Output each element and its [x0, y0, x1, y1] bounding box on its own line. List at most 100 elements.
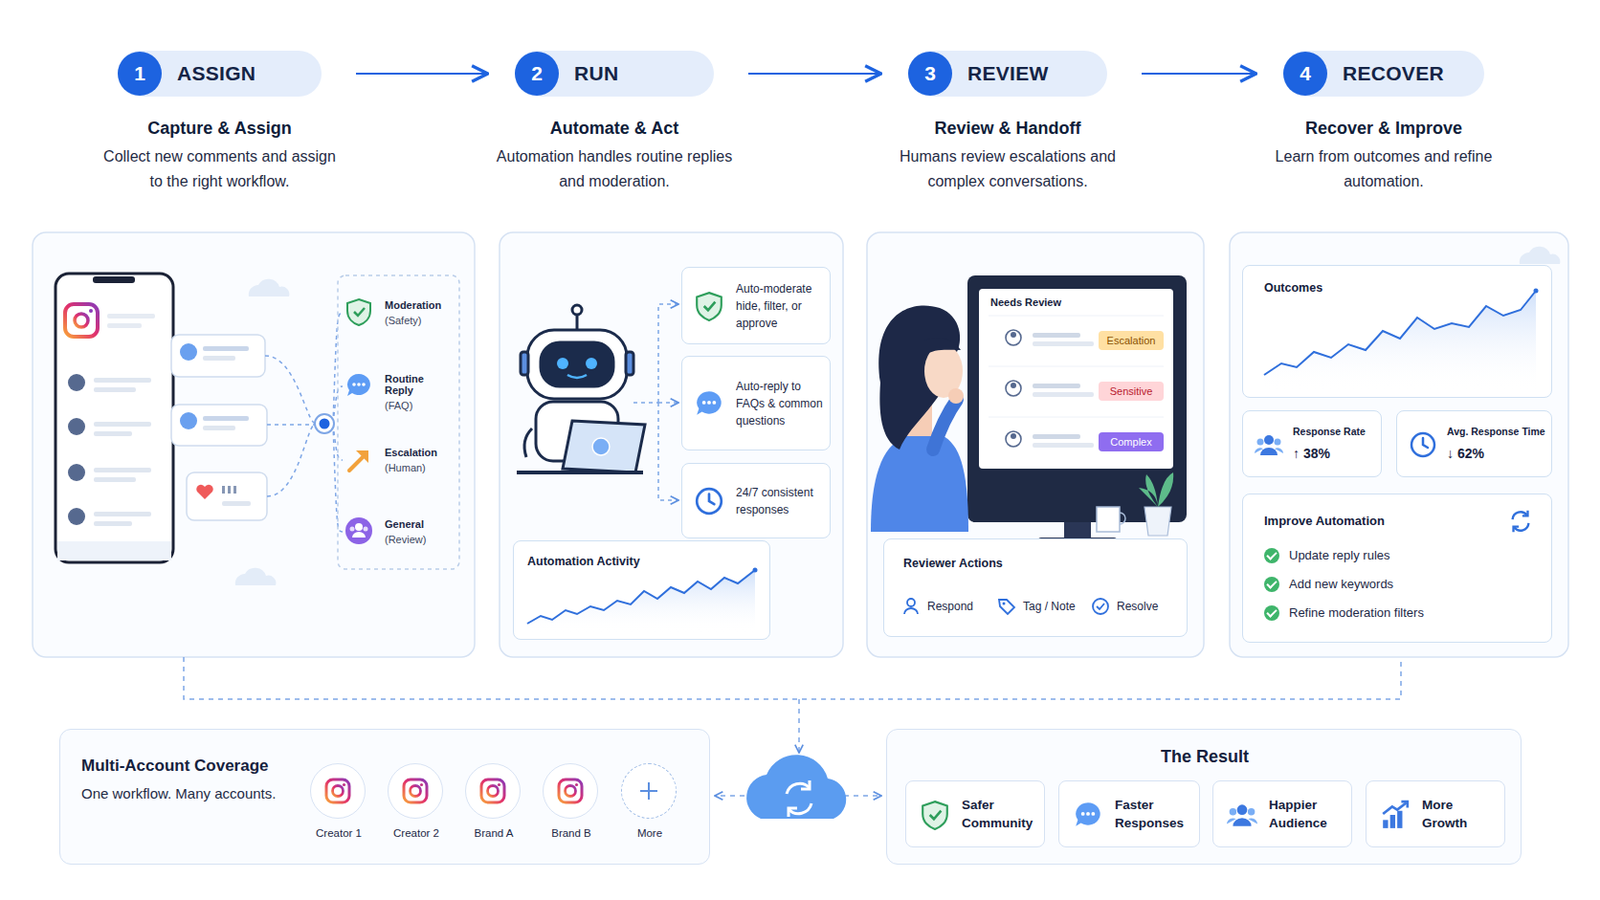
result-text: Happier Audience — [1268, 796, 1346, 833]
category-icon — [344, 297, 374, 327]
result-text: Safer Community — [961, 796, 1039, 833]
monitor — [967, 275, 1187, 544]
circ-node: More — [621, 763, 677, 820]
step-heading: Automate & Act — [494, 117, 734, 139]
flow-arrow — [355, 72, 487, 75]
step-description: Humans review escalations and complex co… — [888, 144, 1128, 195]
act-node: Auto-reply to FAQs & common questions — [681, 355, 831, 451]
result-text: Faster Responses — [1114, 796, 1194, 833]
circ-node: Brand A — [465, 763, 521, 820]
step-caption: Capture & AssignCollect new comments and… — [100, 117, 340, 195]
card-node: Faster Responses — [1058, 780, 1200, 848]
action-icon — [997, 597, 1017, 617]
step-number: 4 — [1283, 51, 1328, 96]
status-tag: Complex — [1098, 432, 1164, 452]
checklist-item: Update reply rules — [1264, 548, 1391, 563]
account-name: Brand A — [445, 827, 542, 840]
step-caption: Review & HandoffHumans review escalation… — [888, 117, 1128, 195]
checklist-item: Add new keywords — [1264, 577, 1394, 592]
flow-arrow — [748, 72, 880, 75]
circ-node: Brand B — [542, 763, 599, 820]
stage-panels — [32, 232, 1569, 658]
step-heading: Capture & Assign — [100, 117, 340, 139]
action-text: Auto-moderate hide, filter, or approve — [735, 280, 824, 333]
action-icon — [693, 486, 725, 517]
stat-value: ↑ 38% — [1292, 445, 1331, 462]
act-node: 24/7 consistent responses — [681, 463, 831, 539]
act-node: Auto-moderate hide, filter, or approve — [681, 266, 831, 345]
category-icon — [344, 516, 374, 546]
panel-title: Reviewer Actions — [903, 556, 1003, 571]
panel-title: Multi-Account Coverage — [81, 756, 269, 777]
refresh-icon — [1507, 508, 1534, 535]
reviewer-action: Tag / Note — [1022, 600, 1076, 614]
step-number: 3 — [908, 51, 953, 96]
account-icon — [478, 777, 508, 806]
checklist-text: Add new keywords — [1288, 577, 1394, 592]
panel-title: Outcomes — [1264, 281, 1323, 295]
tag-node: Complex — [1098, 432, 1164, 452]
stat-icon — [1408, 430, 1438, 460]
panel-subtitle: One workflow. Many accounts. — [81, 785, 276, 802]
category-name: Routine Reply — [384, 365, 454, 397]
action-text: 24/7 consistent responses — [735, 484, 824, 519]
stat-title: Avg. Response Time — [1446, 425, 1548, 438]
step-description: Automation handles routine replies and m… — [494, 144, 734, 195]
check-mark — [1264, 605, 1280, 622]
stat-title: Response Rate — [1292, 425, 1378, 438]
robot — [516, 305, 645, 473]
result-icon — [1226, 800, 1258, 831]
category-name: General — [384, 511, 454, 531]
result-text: More Growth — [1422, 796, 1499, 833]
step-label: REVIEW — [967, 50, 1049, 97]
circ-node: Creator 1 — [310, 763, 366, 820]
account-name: Creator 1 — [290, 827, 387, 840]
account-name: Creator 2 — [368, 827, 465, 840]
tag-node: Sensitive — [1098, 381, 1164, 401]
check-mark — [1264, 577, 1280, 593]
result-icon — [1379, 800, 1411, 831]
step-caption: Automate & ActAutomation handles routine… — [494, 117, 734, 195]
comment-bubbles — [171, 334, 267, 521]
action-icon — [693, 290, 725, 322]
status-tag: Escalation — [1098, 331, 1164, 351]
step-number: 2 — [514, 51, 559, 96]
pill-node: 3REVIEWReview & HandoffHumans review esc… — [908, 50, 1108, 97]
card-node: More Growth — [1365, 780, 1506, 848]
category-icon — [344, 371, 374, 400]
step-label: RUN — [574, 50, 619, 97]
step-heading: Review & Handoff — [888, 117, 1128, 139]
account-icon — [555, 777, 585, 806]
step-description: Learn from outcomes and refine automatio… — [1264, 144, 1504, 195]
step-description: Collect new comments and assign to the r… — [100, 144, 340, 195]
account-icon — [634, 777, 664, 806]
category-type: (FAQ) — [384, 400, 454, 412]
reviewer-action: Resolve — [1116, 600, 1158, 614]
activity-node: Automation Activity — [512, 540, 771, 641]
cat-node: General(Review) — [344, 511, 454, 554]
panel-title: Automation Activity — [527, 555, 641, 569]
stat-node: Avg. Response Time↓ 62% — [1396, 410, 1553, 478]
cat-node: Escalation(Human) — [344, 439, 454, 482]
account-name: Brand B — [523, 827, 620, 840]
screen-title: Needs Review — [990, 296, 1062, 309]
acct-node: Multi-Account CoverageOne workflow. Many… — [59, 729, 711, 866]
category-icon — [344, 444, 374, 474]
outcomes-node: Outcomes — [1242, 265, 1553, 399]
step-caption: Recover & ImproveLearn from outcomes and… — [1264, 117, 1504, 195]
panel-title: The Result — [887, 747, 1523, 768]
step-label: RECOVER — [1342, 50, 1445, 97]
reviewer-person — [870, 305, 969, 533]
res-node: The ResultSafer Community Faster Response… — [886, 729, 1522, 866]
category-name: Moderation — [384, 291, 454, 312]
cat-node: Routine Reply (FAQ) — [344, 365, 454, 416]
phone — [55, 273, 174, 563]
routing-hub — [314, 414, 334, 434]
action-icon — [693, 388, 725, 420]
reviewer-action: Respond — [927, 600, 974, 614]
account-name: More — [601, 827, 698, 840]
account-icon — [400, 777, 430, 806]
result-icon — [1072, 800, 1104, 831]
imp-node: Improve AutomationUpdate reply rulesAdd … — [1242, 493, 1553, 644]
stat-icon — [1254, 430, 1284, 460]
